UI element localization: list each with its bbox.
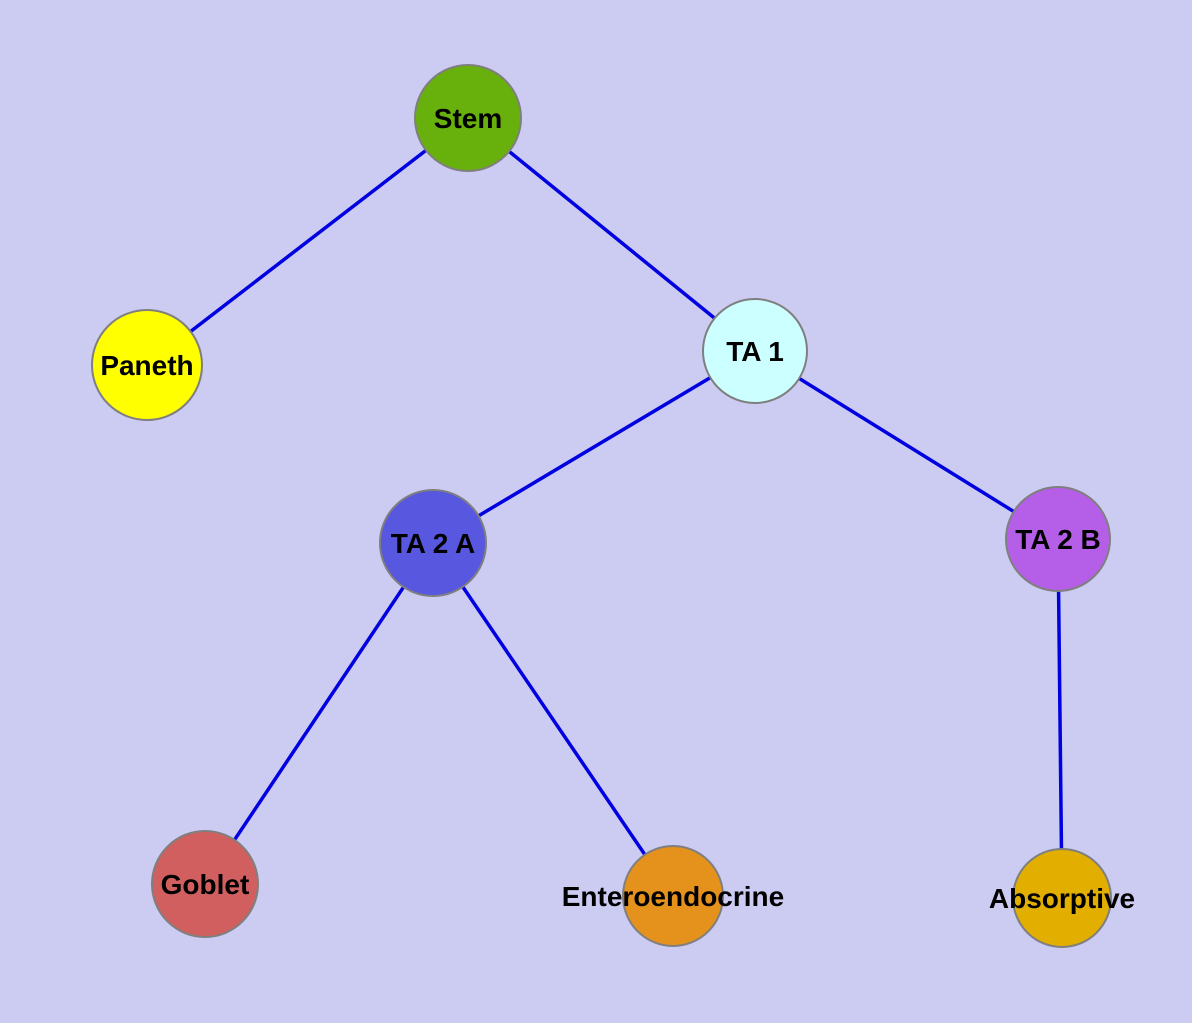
edge-ta2a-enteroendocrine (431, 542, 675, 897)
node-label-stem: Stem (434, 103, 502, 134)
node-ta2b[interactable]: TA 2 B (1005, 486, 1111, 592)
node-ta2a[interactable]: TA 2 A (379, 489, 487, 597)
node-goblet[interactable]: Goblet (151, 830, 259, 938)
edge-ta1-ta2a (432, 349, 756, 545)
edge-stem-ta1 (466, 116, 757, 353)
edge-ta1-ta2b (754, 349, 1059, 541)
edges-layer (145, 116, 1064, 899)
node-circle-goblet[interactable] (151, 830, 259, 938)
node-label-goblet: Goblet (161, 869, 250, 900)
node-circle-ta2a[interactable] (379, 489, 487, 597)
node-label-ta2a: TA 2 A (391, 528, 476, 559)
node-label-enteroendocrine: Enteroendocrine (562, 881, 784, 912)
node-circle-enteroendocrine[interactable] (622, 845, 724, 947)
node-circle-absorptive[interactable] (1012, 848, 1112, 948)
node-ta1[interactable]: TA 1 (702, 298, 808, 404)
node-label-ta2b: TA 2 B (1015, 524, 1101, 555)
node-circle-stem[interactable] (414, 64, 522, 172)
edge-ta2a-goblet (203, 542, 435, 885)
node-enteroendocrine[interactable]: Enteroendocrine (562, 845, 784, 947)
node-label-absorptive: Absorptive (989, 883, 1135, 914)
node-circle-paneth[interactable] (91, 309, 203, 421)
node-absorptive[interactable]: Absorptive (989, 848, 1135, 948)
edge-stem-paneth (145, 116, 470, 367)
node-label-paneth: Paneth (100, 350, 193, 381)
node-circle-ta1[interactable] (702, 298, 808, 404)
node-paneth[interactable]: Paneth (91, 309, 203, 421)
node-label-ta1: TA 1 (726, 336, 784, 367)
edge-ta2b-absorptive (1056, 538, 1064, 899)
node-stem[interactable]: Stem (414, 64, 522, 172)
node-circle-ta2b[interactable] (1005, 486, 1111, 592)
